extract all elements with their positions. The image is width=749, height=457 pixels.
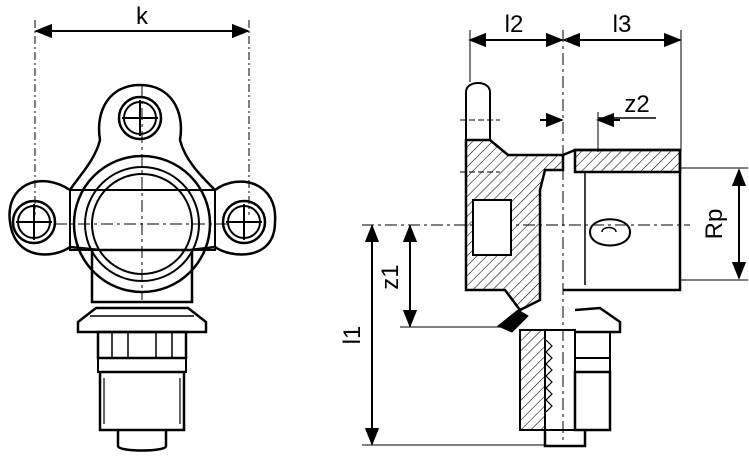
label-k: k	[136, 3, 149, 30]
screw-hole-left	[11, 199, 57, 245]
press-fitting-side	[497, 306, 622, 448]
plate-cavity	[472, 199, 512, 256]
label-l3: l3	[613, 11, 632, 38]
outlet-thread-hatch	[573, 148, 682, 174]
label-l1: l1	[339, 326, 366, 345]
label-l2: l2	[505, 11, 524, 38]
neck	[90, 250, 194, 304]
screw-hole-top	[117, 95, 163, 141]
label-rp: Rp	[701, 209, 728, 240]
screw-hole-right	[221, 199, 267, 245]
press-fitting-front	[76, 306, 208, 452]
front-view	[8, 20, 277, 452]
mounting-plate	[8, 83, 277, 256]
outlet-seal	[588, 218, 632, 247]
label-z2: z2	[624, 91, 649, 118]
label-z1: z1	[377, 264, 404, 289]
section-body	[464, 138, 565, 312]
plate-lug	[465, 82, 491, 141]
side-view	[362, 30, 748, 448]
